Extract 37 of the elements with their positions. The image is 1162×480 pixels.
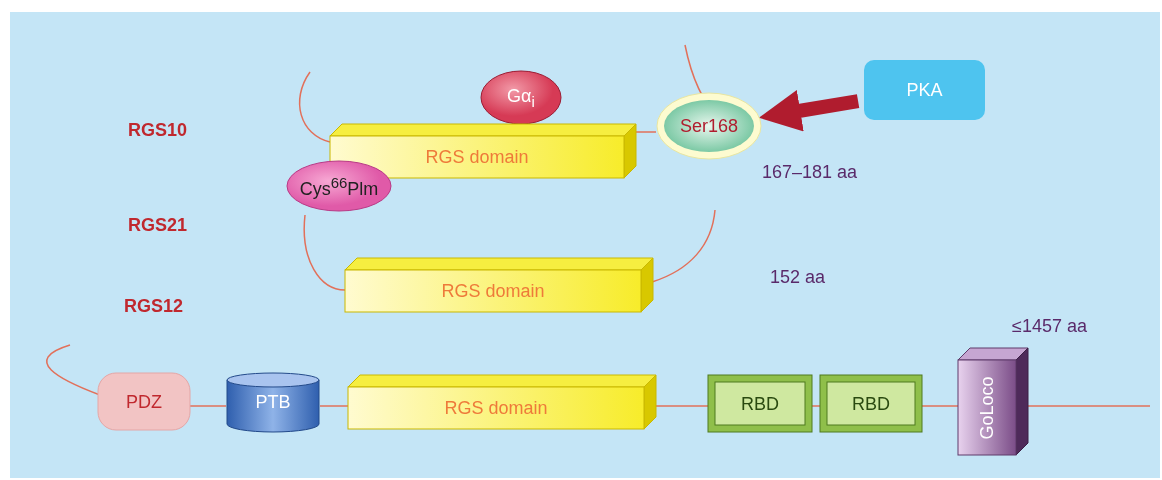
domain-box — [98, 373, 190, 430]
protein-name: RGS12 — [124, 296, 184, 317]
domain-name: RBD — [852, 394, 890, 413]
domain-block — [345, 258, 653, 312]
domain-name: PTB — [255, 393, 291, 411]
protein-chain — [655, 405, 709, 407]
protein-chain — [811, 405, 821, 407]
domain-name: PKA — [906, 81, 943, 99]
domain-block — [348, 375, 656, 429]
domain-name: Cys$^{66}$Plm — [299, 174, 379, 198]
domain-cylinder — [226, 372, 320, 432]
domain-name: RGS domain — [444, 399, 548, 417]
domain-box — [708, 375, 812, 432]
protein-chain — [635, 131, 657, 133]
length-label: 152 aa — [770, 267, 826, 288]
length-label: ≤1457 aa — [1012, 316, 1087, 337]
domain-name: Ser168 — [680, 117, 738, 135]
protein-name: RGS10 — [128, 120, 188, 141]
domain-name: PDZ — [126, 392, 162, 411]
length-label: 167–181 aa — [762, 162, 858, 183]
domain-name: RBD — [741, 394, 779, 413]
protein-chain — [319, 405, 349, 407]
arrow — [758, 90, 860, 132]
domain-name: GoLoco — [978, 376, 996, 439]
protein-chain — [189, 405, 227, 407]
domain-name: RGS domain — [425, 148, 529, 166]
motif-block — [958, 348, 1028, 455]
lipid-ellipse — [286, 160, 392, 212]
kinase-box — [864, 60, 985, 120]
phosphosite-ellipse — [656, 92, 762, 160]
protein-chain — [921, 405, 959, 407]
domain-block — [330, 124, 636, 178]
protein-ellipse — [480, 70, 562, 125]
domain-box — [820, 375, 922, 432]
protein-name: RGS21 — [128, 215, 188, 236]
domain-name: RGS domain — [441, 282, 545, 300]
domain-name: Gα$_{i}$ — [507, 86, 535, 109]
